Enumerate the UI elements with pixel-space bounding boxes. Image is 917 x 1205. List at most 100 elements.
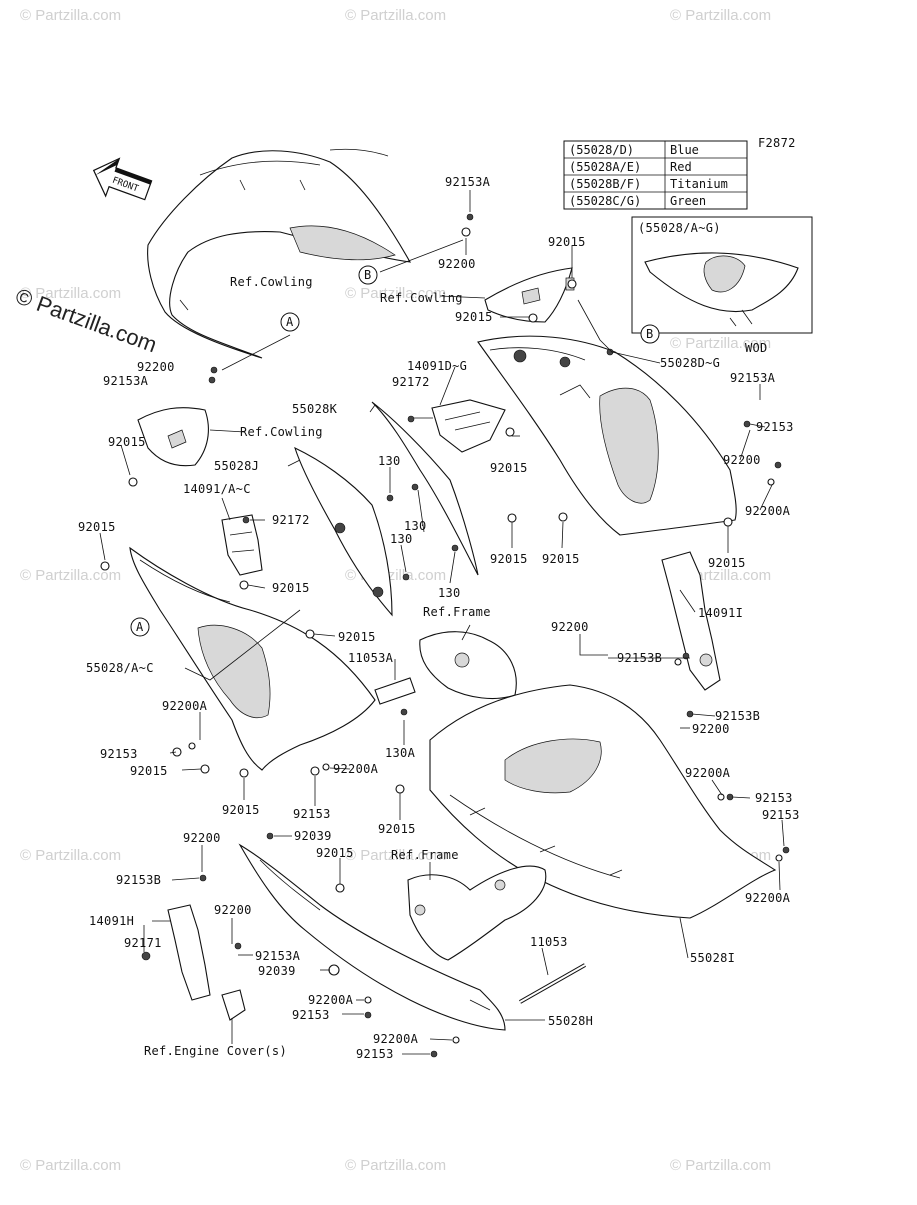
part-label: 92200A — [373, 1032, 419, 1046]
part-label: 14091H — [89, 914, 134, 928]
part-label: 92153 — [356, 1047, 394, 1061]
part-label: 92015 — [78, 520, 116, 534]
part-label: 92200 — [692, 722, 730, 736]
fasteners — [100, 213, 790, 1058]
front-arrow-icon: FRONT — [92, 157, 153, 201]
part-label: 92153A — [730, 371, 776, 385]
part-label: Ref.Frame — [391, 848, 459, 862]
inner-panel-55028J — [294, 446, 393, 617]
part-label: 14091I — [698, 606, 743, 620]
inset-caption: WOD — [745, 341, 768, 355]
part-label: 92153B — [116, 873, 161, 887]
bracket-14091H — [167, 904, 211, 1001]
part-label: 92172 — [272, 513, 310, 527]
callout-b: B — [646, 327, 654, 341]
watermark-tile: © Partzilla.com — [20, 7, 121, 24]
figure-code: F2872 — [758, 136, 796, 150]
watermark-tile: © Partzilla.com — [20, 1157, 121, 1174]
watermark-tile: © Partzilla.com — [20, 847, 121, 864]
part-label: 130 — [404, 519, 427, 533]
watermark-tile: © Partzilla.com — [345, 7, 446, 24]
part-label: 92039 — [294, 829, 332, 843]
ref-cowling-top-center — [484, 267, 575, 323]
part-label: 92153 — [292, 1008, 330, 1022]
part-label: 11053 — [530, 935, 568, 949]
part-label: 55028D~G — [660, 356, 720, 370]
leader-lines — [99, 190, 785, 1055]
color-code: (55028C/G) — [569, 194, 641, 208]
part-label: 55028H — [548, 1014, 593, 1028]
part-label: 92015 — [548, 235, 586, 249]
inner-panel-55028K — [371, 401, 479, 576]
color-code: (55028/D) — [569, 143, 634, 157]
side-cowling-right — [477, 335, 737, 536]
watermark-tile: © Partzilla.com — [20, 567, 121, 584]
callout-a: A — [286, 315, 294, 329]
part-label: Ref.Cowling — [380, 291, 463, 305]
part-label: 92172 — [392, 375, 430, 389]
ref-frame-middle — [419, 631, 517, 700]
part-label: 11053A — [348, 651, 394, 665]
part-label: 92153 — [755, 791, 793, 805]
part-label: 92153B — [715, 709, 760, 723]
part-label: 92015 — [378, 822, 416, 836]
watermark-tile: © Partzilla.com — [345, 285, 446, 302]
inset-title: (55028/A~G) — [638, 221, 721, 235]
watermark-tile: © Partzilla.com — [670, 7, 771, 24]
side-cowling-left — [129, 546, 376, 771]
part-label: 92200 — [438, 257, 476, 271]
color-name: Blue — [670, 143, 699, 157]
part-label: 92015 — [130, 764, 168, 778]
part-label: Ref.Cowling — [230, 275, 313, 289]
part-label: 92015 — [490, 552, 528, 566]
inset-box: (55028/A~G) — [631, 216, 813, 334]
part-label: Ref.Cowling — [240, 425, 323, 439]
callout-b: B — [364, 268, 372, 282]
color-name: Green — [670, 194, 706, 208]
part-label: 55028K — [292, 402, 338, 416]
color-name: Titanium — [670, 177, 728, 191]
part-label: 92153A — [103, 374, 149, 388]
bracket-14091D-G — [431, 399, 506, 453]
part-label: 92200A — [745, 504, 791, 518]
part-label: 130A — [385, 746, 416, 760]
part-label: 92171 — [124, 936, 162, 950]
part-label: 92153 — [762, 808, 800, 822]
part-label: 92153 — [100, 747, 138, 761]
watermark-tile: © Partzilla.com — [670, 1157, 771, 1174]
part-label: 130 — [390, 532, 413, 546]
color-table: (55028/D) Blue (55028A/E) Red (55028B/F)… — [563, 140, 748, 210]
part-label: 55028J — [214, 459, 259, 473]
part-label: 14091D~G — [407, 359, 467, 373]
ref-frame-lower — [407, 865, 547, 961]
part-label: 92200A — [685, 766, 731, 780]
lower-cowling-left — [238, 843, 506, 1031]
part-label: 92200 — [723, 453, 761, 467]
callout-a: A — [136, 620, 144, 634]
ref-engine-cover-bracket — [221, 989, 246, 1021]
watermark-tile: © Partzilla.com — [345, 847, 446, 864]
part-label: 92200 — [183, 831, 221, 845]
part-labels: 92153A 92200 Ref.Cowling 92015 Ref.Cowli… — [78, 175, 800, 1061]
part-label: 92153B — [617, 651, 662, 665]
bracket-14091I — [661, 551, 721, 691]
part-label: 92015 — [108, 435, 146, 449]
part-label: 55028I — [690, 951, 735, 965]
part-label: 130 — [438, 586, 461, 600]
watermark-tile: © Partzilla.com — [20, 285, 121, 302]
part-label: 92015 — [455, 310, 493, 324]
part-label: 130 — [378, 454, 401, 468]
bracket-14091A-C — [221, 514, 263, 576]
upper-cowling — [147, 148, 412, 359]
color-code: (55028A/E) — [569, 160, 641, 174]
part-label: Ref.Engine Cover(s) — [144, 1044, 287, 1058]
part-label: 92015 — [708, 556, 746, 570]
part-label: 92200A — [162, 699, 208, 713]
part-label: 92200 — [214, 903, 252, 917]
part-label: 92153A — [255, 949, 301, 963]
part-label: 92200 — [551, 620, 589, 634]
part-label: 92200A — [308, 993, 354, 1007]
ref-cowling-left — [137, 407, 209, 467]
